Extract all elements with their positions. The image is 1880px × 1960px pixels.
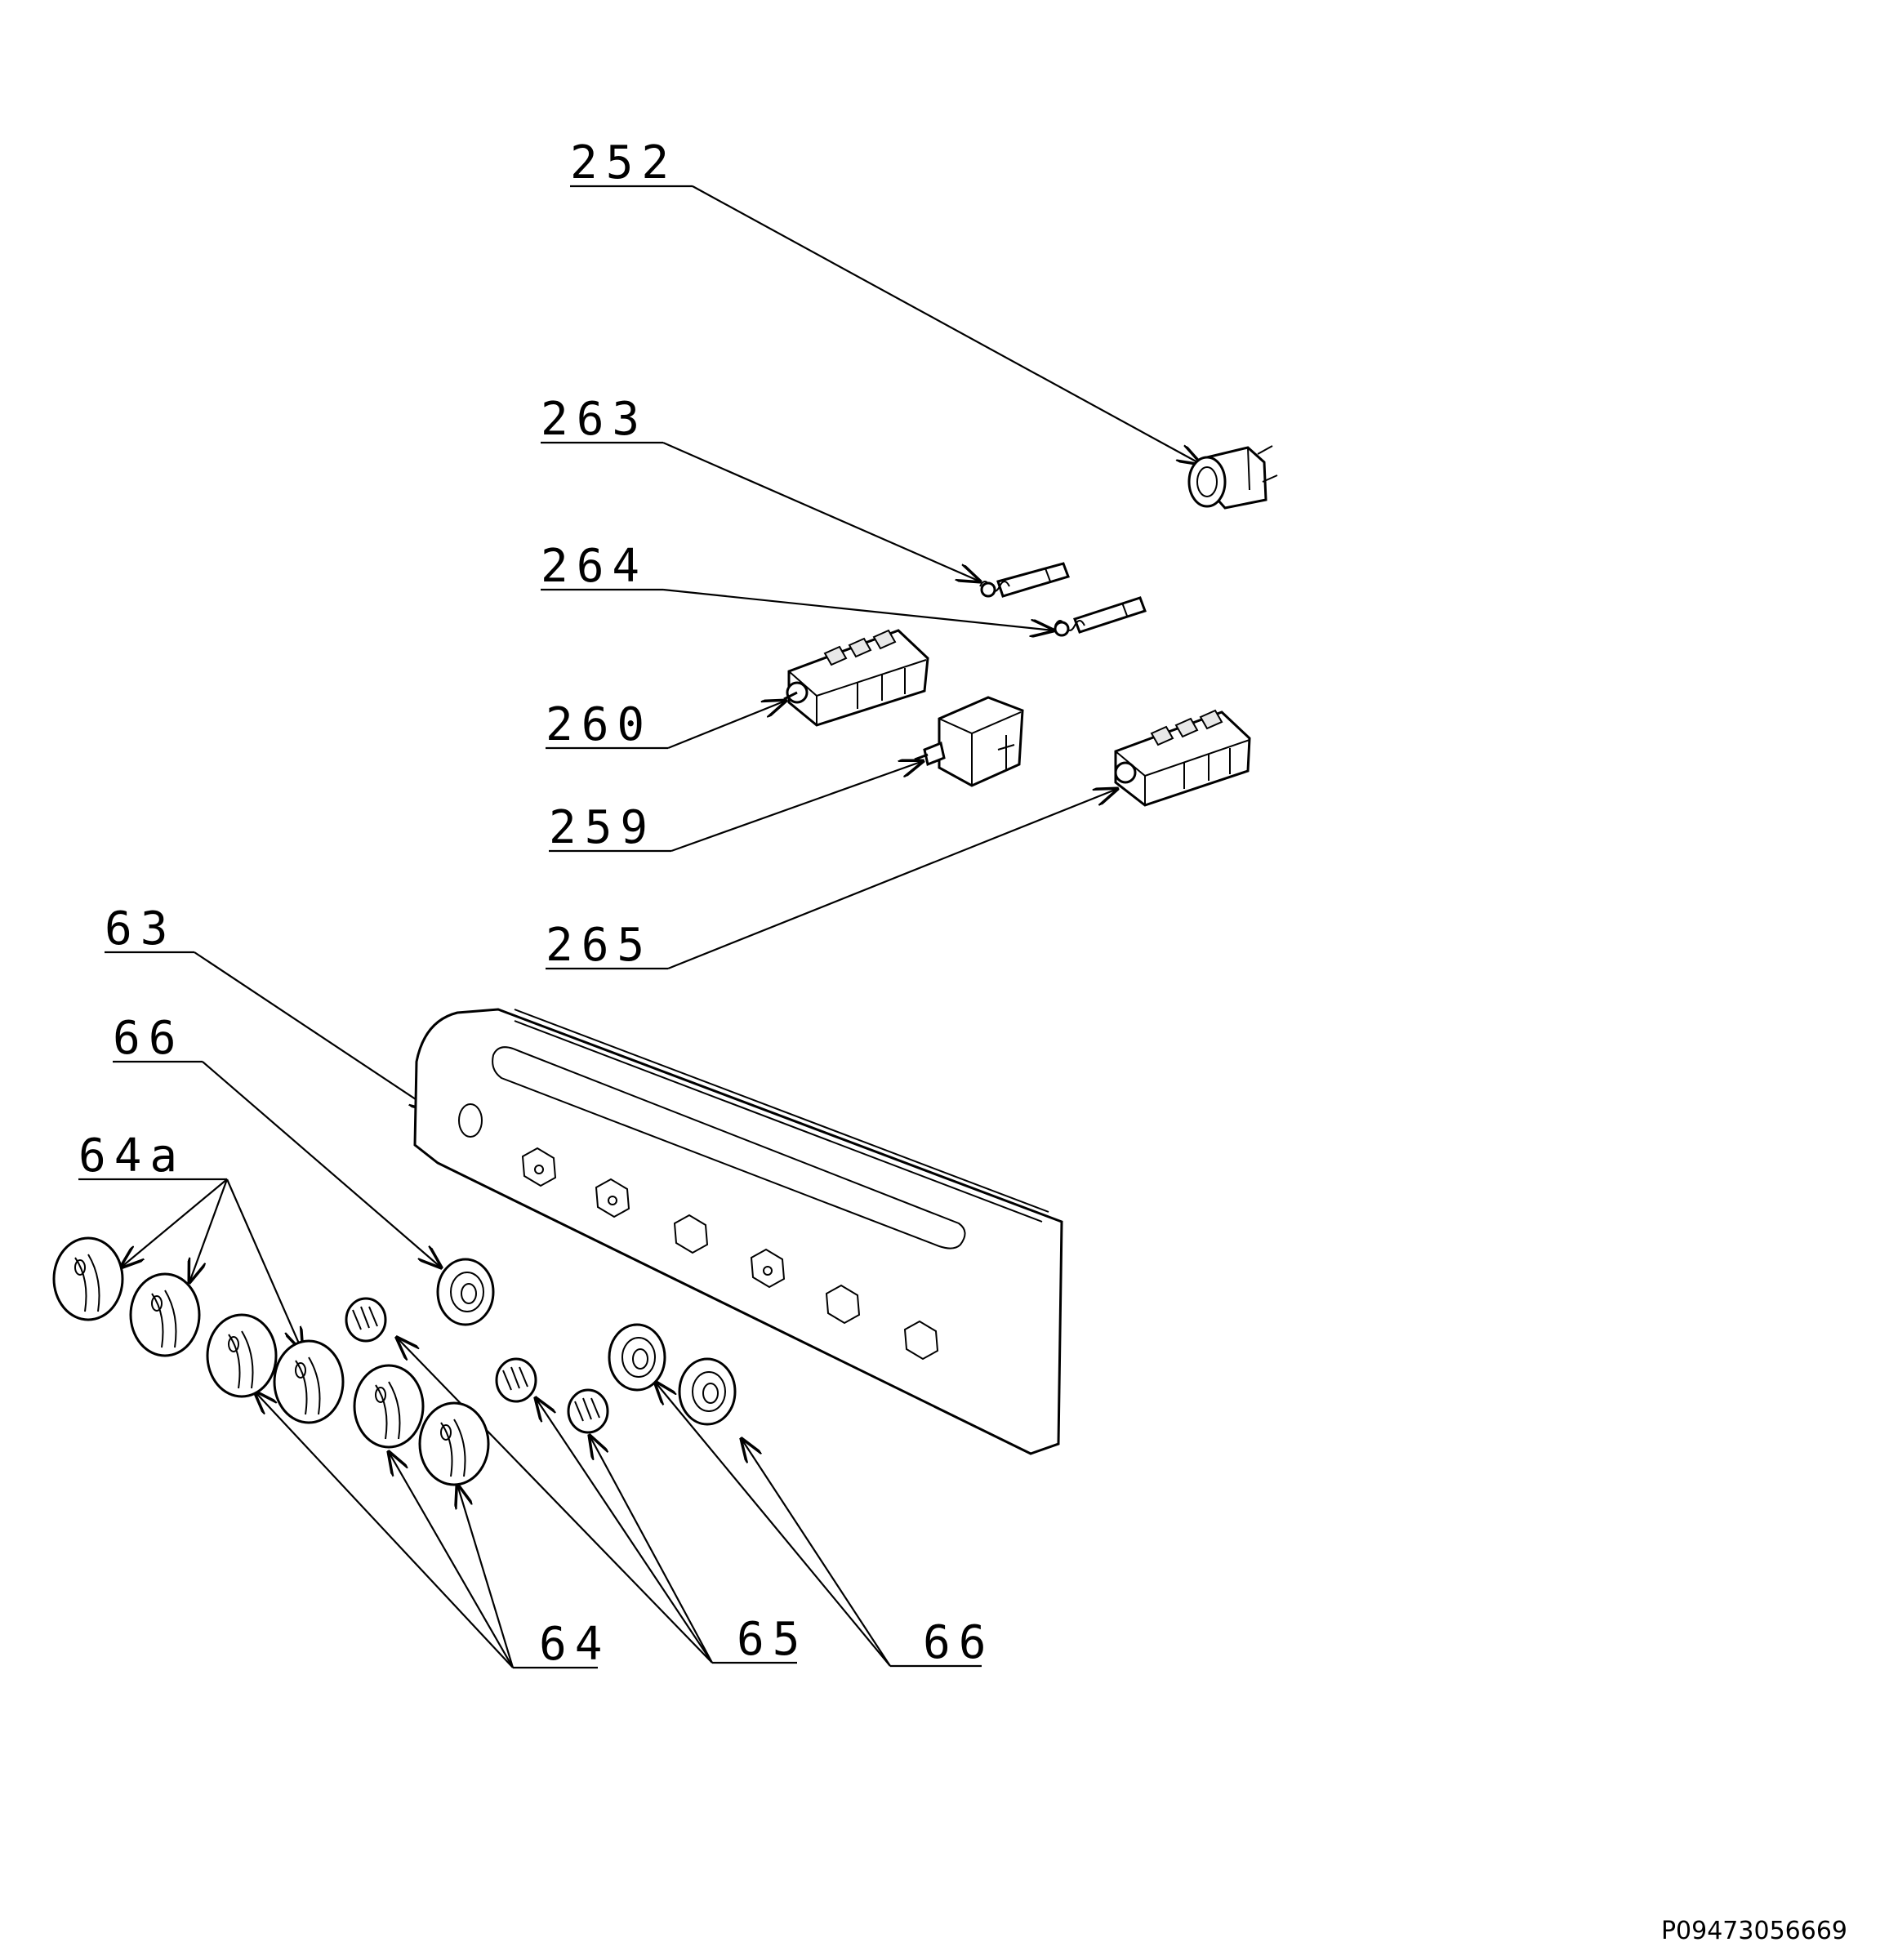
part-label-259: 259	[549, 801, 656, 854]
callout-265: 265	[546, 789, 1117, 972]
callout-66-bottom: 66	[655, 1382, 994, 1669]
part-label-66-bottom: 66	[923, 1616, 994, 1669]
callout-64: 64	[255, 1392, 610, 1671]
part-63-control-panel	[413, 1008, 1063, 1455]
part-label-265: 265	[546, 919, 653, 972]
part-64-knob-3	[206, 1313, 278, 1398]
part-264-thermocouple	[1054, 596, 1147, 637]
part-65-spring-2	[495, 1357, 537, 1403]
drawing-reference-code: P09473056669	[1660, 1917, 1847, 1945]
part-65-spring-3	[567, 1388, 609, 1434]
callout-259: 259	[549, 761, 923, 854]
part-label-64a: 64a	[78, 1129, 185, 1183]
callout-64a: 64a	[78, 1129, 302, 1351]
part-66-bezel-top	[436, 1258, 495, 1326]
part-66-bezel-right	[678, 1357, 737, 1426]
part-64-knob-6	[418, 1401, 490, 1486]
callout-63: 63	[105, 902, 433, 1111]
part-label-64: 64	[539, 1618, 610, 1671]
part-label-252: 252	[570, 136, 677, 189]
part-66-bezel-middle	[608, 1323, 666, 1392]
part-259-energy-regulator	[914, 696, 1024, 787]
part-64-knob-5	[353, 1364, 425, 1449]
part-label-66-top: 66	[113, 1012, 184, 1065]
part-64a-knob-2	[129, 1272, 201, 1357]
callout-264: 264	[541, 540, 1054, 630]
callout-263: 263	[541, 393, 980, 581]
part-260-selector-switch	[783, 629, 929, 727]
part-label-260: 260	[546, 698, 653, 751]
callout-252: 252	[570, 136, 1201, 464]
part-263-thermocouple	[979, 562, 1070, 598]
part-64a-knob-4	[273, 1339, 345, 1424]
callout-260: 260	[546, 698, 786, 751]
part-label-263: 263	[541, 393, 648, 446]
part-265-selector-switch	[1114, 709, 1251, 807]
part-252-indicator-lamp	[1187, 445, 1278, 510]
part-label-264: 264	[541, 540, 648, 593]
part-64a-knob-1	[52, 1236, 124, 1321]
callout-65: 65	[397, 1338, 808, 1666]
part-label-65: 65	[737, 1613, 808, 1666]
part-label-63: 63	[105, 902, 176, 956]
part-65-spring-1	[345, 1297, 387, 1343]
callout-66-top: 66	[113, 1012, 441, 1267]
